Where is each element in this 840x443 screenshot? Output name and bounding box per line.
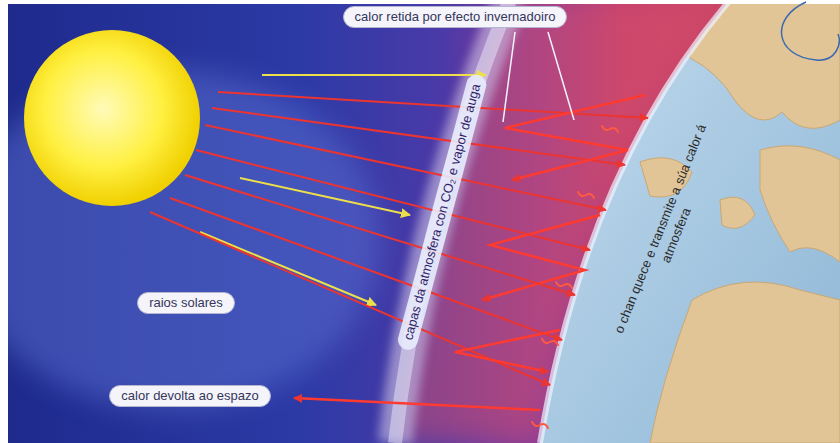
- escaping-heat-arrow: [294, 398, 540, 410]
- heat-wave: [602, 126, 618, 132]
- atmosphere-layer: [395, 4, 510, 443]
- sun-ray: [262, 74, 486, 76]
- trapped-heat-arrow: [505, 95, 645, 180]
- sun-ray: [170, 198, 562, 340]
- land: [720, 197, 755, 228]
- earth: [540, 4, 840, 443]
- heat-wave: [542, 339, 558, 345]
- land: [650, 282, 840, 443]
- callout-text: calor devolta ao espazo: [121, 388, 258, 404]
- atmosphere-layer: [395, 4, 510, 443]
- leader-line: [548, 32, 574, 120]
- heat-wave: [556, 282, 572, 288]
- callout-text: calor retida por efecto invernadoiro: [355, 9, 556, 25]
- callout-pill: calor retida por efecto invernadoiro: [343, 6, 568, 28]
- heat-wave: [578, 192, 594, 198]
- trapped-heat-arrow: [482, 215, 600, 300]
- callout-text: raios solares: [149, 295, 223, 311]
- sun-ray: [185, 175, 575, 295]
- sun-ray: [212, 108, 625, 165]
- land: [760, 146, 840, 262]
- callout-pill: calor devolta ao espazo: [109, 385, 270, 407]
- leader-line: [503, 32, 515, 122]
- callout-pill: raios solares: [137, 292, 235, 314]
- trapped-heat-arrow: [455, 330, 560, 372]
- heat-wave: [532, 422, 548, 428]
- sun-ray: [218, 92, 648, 118]
- pen-annotation: [782, 2, 840, 60]
- sun: [24, 30, 200, 206]
